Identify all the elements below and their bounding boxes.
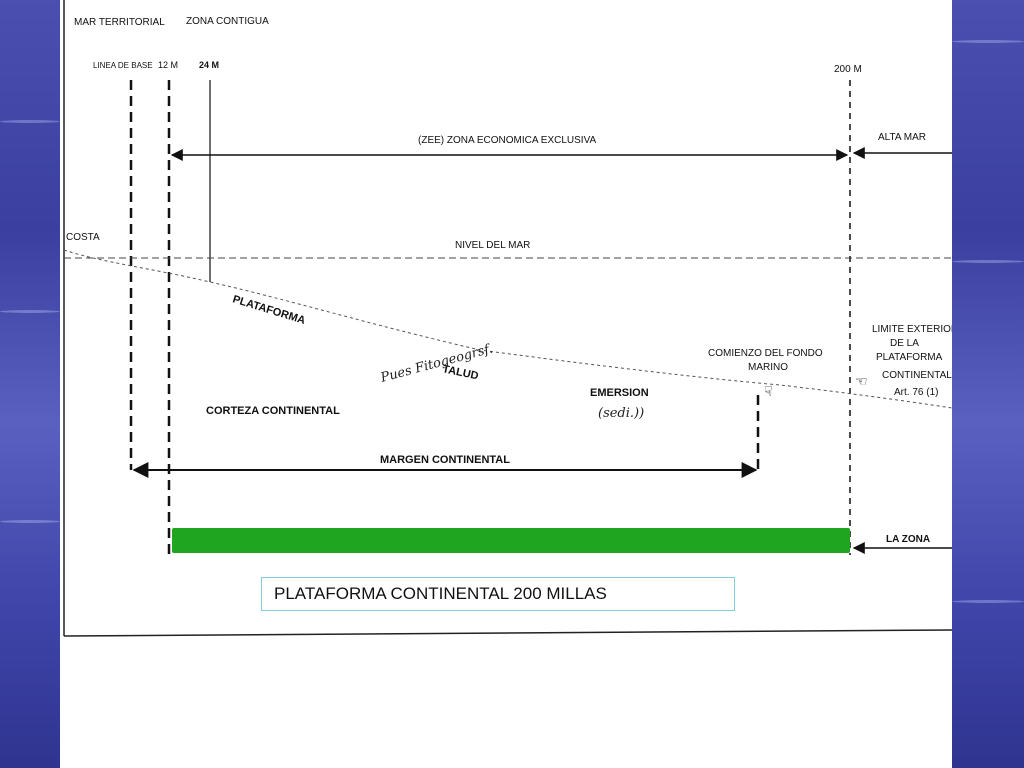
label-limite-4: CONTINENTAL — [882, 370, 952, 381]
caption-text: PLATAFORMA CONTINENTAL 200 MILLAS — [274, 584, 607, 603]
hand-pointer-icon: ☜ — [855, 373, 868, 389]
label-nivel-del-mar: NIVEL DEL MAR — [455, 240, 530, 251]
label-plataforma: PLATAFORMA — [231, 293, 307, 327]
background-right-sea — [952, 0, 1024, 768]
label-limite-5: Art. 76 (1) — [894, 387, 938, 398]
background-left-sea — [0, 0, 60, 768]
wave-decoration — [952, 260, 1024, 263]
wave-decoration — [0, 520, 60, 523]
label-costa: COSTA — [66, 232, 100, 243]
label-zona-contigua: ZONA CONTIGUA — [186, 16, 269, 27]
label-200m: 200 M — [834, 64, 862, 75]
label-comienzo-2: MARINO — [748, 362, 788, 373]
label-mar-territorial: MAR TERRITORIAL — [74, 17, 165, 28]
label-comienzo-1: COMIENZO DEL FONDO — [708, 348, 823, 359]
wave-decoration — [0, 310, 60, 313]
handwritten-note-2: (sedi.)) — [598, 406, 644, 421]
label-limite-1: LIMITE EXTERIOR — [872, 324, 952, 335]
label-12m: 12 M — [158, 60, 178, 70]
label-alta-mar: ALTA MAR — [878, 132, 926, 143]
label-linea-de-base: LINEA DE BASE — [93, 61, 153, 70]
hand-pointer-icon: ☟ — [764, 383, 773, 399]
label-zee: (ZEE) ZONA ECONOMICA EXCLUSIVA — [418, 135, 597, 146]
label-emersion: EMERSION — [590, 387, 649, 399]
label-limite-2: DE LA — [890, 338, 919, 349]
label-la-zona: LA ZONA — [886, 534, 930, 545]
seabed-profile — [63, 249, 952, 409]
platform-highlight-bar — [172, 528, 850, 553]
label-limite-3: PLATAFORMA — [876, 352, 943, 363]
caption-box: PLATAFORMA CONTINENTAL 200 MILLAS — [261, 577, 735, 611]
wave-decoration — [0, 120, 60, 123]
wave-decoration — [952, 40, 1024, 43]
frame-bottom — [63, 629, 952, 637]
label-corteza: CORTEZA CONTINENTAL — [206, 405, 340, 417]
label-24m: 24 M — [199, 60, 219, 70]
diagram-sheet: MAR TERRITORIAL ZONA CONTIGUA LINEA DE B… — [60, 0, 952, 768]
maritime-zones-diagram: MAR TERRITORIAL ZONA CONTIGUA LINEA DE B… — [63, 0, 952, 637]
wave-decoration — [952, 600, 1024, 603]
label-margen: MARGEN CONTINENTAL — [380, 454, 510, 466]
